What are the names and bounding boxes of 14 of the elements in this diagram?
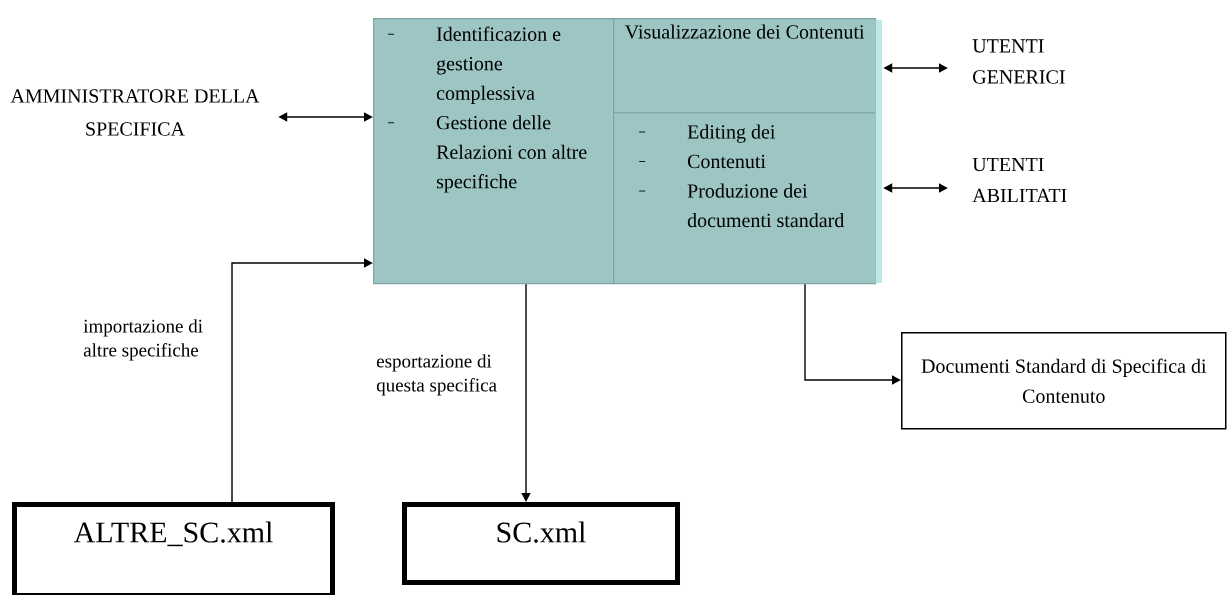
arrow <box>804 283 901 385</box>
arrow <box>231 258 373 503</box>
panel: Identificazion e gestione complessiva Gestione delle Relazioni con altre specifiche <box>373 18 615 285</box>
actor-label: AMMINISTRATORE DELLA SPECIFICA <box>10 89 260 136</box>
file-box: SC.xml <box>402 502 680 585</box>
actor-label: UTENTI GENERICI <box>972 39 1065 84</box>
arrow <box>521 283 531 502</box>
panel: Editing dei Contenuti Produzione dei documenti standard <box>613 112 877 285</box>
file-box: ALTRE_SC.xml <box>12 502 335 595</box>
edge-label: importazione di altre specifiche <box>83 319 203 361</box>
actor-label: UTENTI ABILITATI <box>972 157 1067 203</box>
output-box: Documenti Standard di Specifica di Contenuto <box>901 332 1227 430</box>
panel: Visualizzazione dei Contenuti <box>613 18 877 114</box>
edge-label: esportazione di questa specifica <box>376 354 497 396</box>
